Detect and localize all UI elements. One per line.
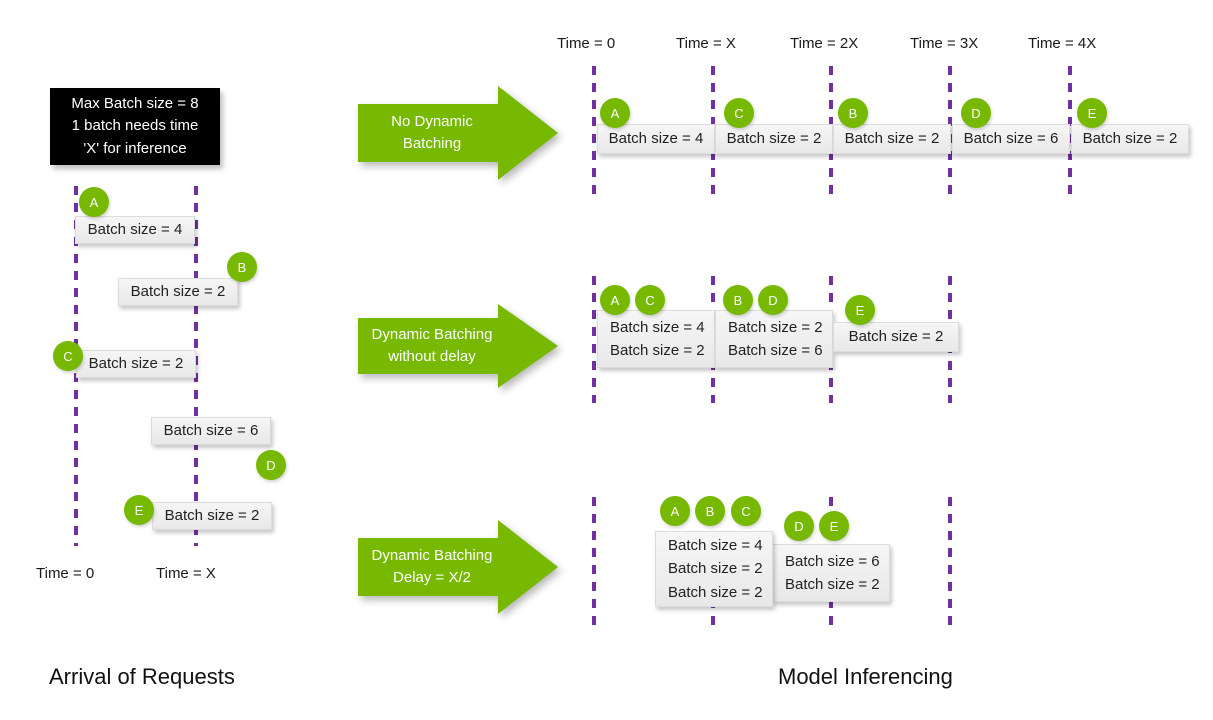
row2-slot-1-badge-b: B: [723, 285, 753, 315]
left-request-box-c: Batch size = 2: [76, 350, 196, 378]
arrow-shape-icon: [358, 520, 558, 614]
row1-tick-4: [1068, 66, 1072, 201]
left-request-badge-c: C: [53, 341, 83, 371]
right-caption: Model Inferencing: [778, 664, 953, 689]
row3-tick-3: [948, 497, 952, 628]
row2-slot-0-badge-a: A: [600, 285, 630, 315]
row3-slot-0-badge-b: B: [695, 496, 725, 526]
row1-slot-3-badge-d: D: [961, 98, 991, 128]
left-request-e-text: Batch size = 2: [164, 507, 260, 525]
row1-slot-3-box: Batch size = 6: [952, 124, 1070, 154]
left-request-box-d: Batch size = 6: [151, 417, 271, 445]
row3-slot-1-line-1: Batch size = 6: [785, 552, 880, 570]
row3-slot-0-badge-a: A: [660, 496, 690, 526]
row1-slot-1-badge-c: C: [724, 98, 754, 128]
row3-slot-1-line-2: Batch size = 2: [785, 576, 880, 593]
right-time-label-2x: Time = 2X: [790, 35, 859, 52]
max-batch-note: Max Batch size = 8 1 batch needs time 'X…: [50, 88, 220, 165]
row1-slot-1-box: Batch size = 2: [715, 124, 833, 154]
left-request-c-text: Batch size = 2: [88, 355, 184, 373]
row2-slot-1-line-1: Batch size = 2: [728, 318, 823, 336]
left-request-a-text: Batch size = 4: [87, 221, 183, 239]
arrow-0-line-2: Batching: [402, 135, 462, 152]
row1-tick-0: [592, 66, 596, 201]
arrow-0-line-1: No Dynamic: [391, 113, 473, 131]
arrow-shape-icon: [358, 304, 558, 388]
row2-slot-0-box: Batch size = 4 Batch size = 2: [597, 310, 715, 368]
arrow-no-dynamic-batching: No Dynamic Batching: [358, 86, 558, 180]
note-line-3: 'X' for inference: [83, 139, 187, 157]
right-time-label-0: Time = 0: [557, 35, 616, 52]
row3-slot-0-box: Batch size = 4 Batch size = 2 Batch size…: [655, 531, 773, 607]
row2-slot-2-line-1: Batch size = 2: [848, 328, 944, 346]
row2-slot-0-badge-c: C: [635, 285, 665, 315]
arrow-shape-icon: [358, 86, 558, 180]
left-request-b-text: Batch size = 2: [130, 283, 226, 301]
note-line-1: Max Batch size = 8: [71, 94, 199, 112]
row3-slot-1-box: Batch size = 6 Batch size = 2: [772, 544, 890, 602]
row3-slot-0-line-2: Batch size = 2: [668, 560, 763, 578]
row2-slot-2-badge-e: E: [845, 295, 875, 325]
arrow-dynamic-batching-delay: Dynamic Batching Delay = X/2: [358, 520, 558, 614]
left-caption: Arrival of Requests: [49, 664, 235, 689]
row2-tick-0: [592, 276, 596, 403]
arrow-2-line-1: Dynamic Batching: [371, 547, 493, 565]
row1-slot-2-badge-b: B: [838, 98, 868, 128]
left-request-badge-b: B: [227, 252, 257, 282]
row3-slot-1-badge-d: D: [784, 511, 814, 541]
left-timeline-time-x: [194, 186, 198, 546]
row2-slot-0-line-2: Batch size = 2: [610, 342, 705, 359]
row2-slot-2-box: Batch size = 2: [833, 322, 959, 352]
row3-slot-0-badge-c: C: [731, 496, 761, 526]
arrow-dynamic-batching-without-delay: Dynamic Batching without delay: [358, 304, 558, 388]
left-request-box-b: Batch size = 2: [118, 278, 238, 306]
row3-tick-0: [592, 497, 596, 628]
left-time-label-x: Time = X: [156, 565, 216, 582]
arrow-1-line-2: without delay: [388, 348, 476, 365]
left-request-box-e: Batch size = 2: [152, 502, 272, 530]
row1-slot-1-line-1: Batch size = 2: [726, 130, 822, 148]
row1-slot-2-line-1: Batch size = 2: [844, 130, 940, 148]
left-request-badge-e: E: [124, 495, 154, 525]
row1-slot-4-box: Batch size = 2: [1071, 124, 1189, 154]
left-request-badge-a: A: [79, 187, 109, 217]
row2-slot-0-line-1: Batch size = 4: [610, 318, 705, 336]
row1-slot-4-badge-e: E: [1077, 98, 1107, 128]
row1-slot-0-box: Batch size = 4: [597, 124, 715, 154]
right-time-label-x: Time = X: [676, 35, 736, 52]
row3-slot-1-badge-e: E: [819, 511, 849, 541]
row3-slot-0-line-1: Batch size = 4: [668, 537, 763, 555]
row1-slot-0-badge-a: A: [600, 98, 630, 128]
left-request-badge-d: D: [256, 450, 286, 480]
row1-slot-2-box: Batch size = 2: [833, 124, 951, 154]
left-request-box-a: Batch size = 4: [75, 216, 195, 244]
row1-slot-0-line-1: Batch size = 4: [608, 130, 704, 148]
note-line-2: 1 batch needs time: [71, 117, 199, 135]
arrow-2-line-2: Delay = X/2: [393, 569, 471, 586]
arrow-label-dynamic-batching-delay: Dynamic Batching Delay = X/2: [358, 545, 506, 589]
row2-slot-1-line-2: Batch size = 6: [728, 342, 823, 359]
row1-slot-3-line-1: Batch size = 6: [963, 130, 1059, 148]
row3-slot-0-line-3: Batch size = 2: [668, 583, 763, 601]
right-time-label-4x: Time = 4X: [1028, 35, 1097, 52]
arrow-label-no-dynamic-batching: No Dynamic Batching: [358, 111, 506, 155]
left-time-label-0: Time = 0: [36, 565, 95, 582]
left-request-d-text: Batch size = 6: [163, 422, 259, 440]
arrow-label-dynamic-batching-without-delay: Dynamic Batching without delay: [358, 324, 506, 368]
right-time-label-3x: Time = 3X: [910, 35, 979, 52]
arrow-1-line-1: Dynamic Batching: [371, 326, 493, 344]
row2-slot-1-badge-d: D: [758, 285, 788, 315]
row1-slot-4-line-1: Batch size = 2: [1082, 130, 1178, 148]
row2-slot-1-box: Batch size = 2 Batch size = 6: [715, 310, 833, 368]
